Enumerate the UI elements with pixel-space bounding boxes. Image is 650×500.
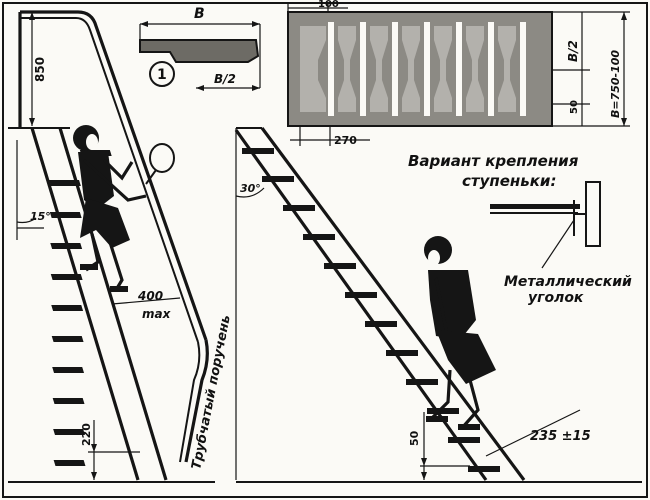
detail-marker-circle [149,61,175,87]
detail-marker: 1 [157,67,167,83]
fixing-variant: Вариант крепления ступеньки: Металлическ… [408,152,632,306]
angle-line2: уголок [528,290,584,306]
person-walking [424,236,496,430]
dim-220: 220 [80,423,93,446]
stair-stringer-bottom [260,127,526,481]
handrail-bottom-inner [179,341,201,463]
dim-850: 850 [33,57,47,82]
dim-270: 270 [334,134,357,147]
dim-235: 235 ±15 [530,429,591,444]
stair-treads [242,148,500,472]
plan-cells [300,26,516,112]
angle-line1: Металлический [504,274,632,290]
dim-30-deg: 30° [240,182,261,195]
ladder-treads [49,150,112,466]
plan-slats [328,22,526,116]
dim-400: 400 [137,289,163,303]
tread-plan: 100 270 B/2 50 B=750-100 [287,0,630,147]
right-stair: 30° 50 235 ±15 [234,127,642,483]
handrail-bottom [184,339,209,463]
dim-50-side: 50 [408,430,421,446]
dim-B2-detail: B/2 [214,72,236,86]
detail-1-tread: B 1 B/2 [139,6,261,91]
handrail-pipe [20,10,208,341]
variant-line1: Вариант крепления [408,152,579,170]
dim-50-plan: 50 [569,100,580,114]
dim-B-range: B=750-100 [609,50,622,118]
dim-15-deg: 15° [30,210,51,223]
dim-100: 100 [318,0,339,10]
dim-B-detail: B [194,6,205,22]
handrail-pipe-inner [20,17,199,343]
dim-max: max [142,307,172,321]
variant-line2: ступеньки: [462,172,556,190]
person-climbing [73,125,175,292]
left-ladder: 850 15° 220 400 max Трубчатый поручень [8,10,234,483]
dim-B2-plan: B/2 [566,40,580,62]
ladder-stringer-left [30,127,140,481]
